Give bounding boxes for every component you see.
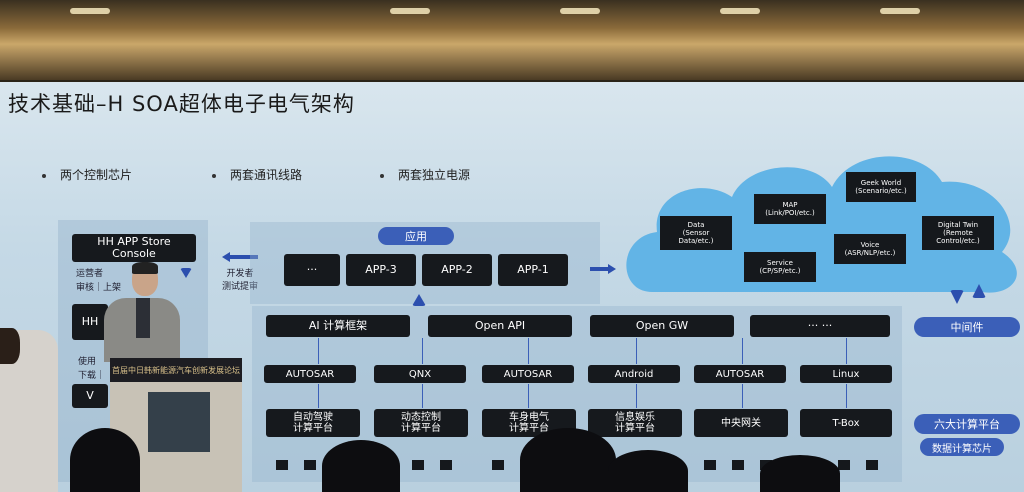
v-block: V — [72, 384, 108, 408]
speaker-shirt — [136, 298, 150, 338]
chip-icon — [866, 460, 878, 470]
ceiling-light — [560, 8, 600, 14]
audience-head — [520, 428, 616, 492]
os-block: Android — [588, 365, 680, 383]
platform-block: 中央网关 — [694, 409, 788, 437]
connector-line — [742, 338, 743, 364]
platform-block: 动态控制 计算平台 — [374, 409, 468, 437]
slide-title: 技术基础–H SOA超体电子电气架构 — [8, 92, 355, 116]
audience-head — [608, 450, 688, 492]
os-block: Linux — [800, 365, 892, 383]
hh-block: HH — [72, 304, 108, 340]
down-arrow-icon — [180, 268, 192, 278]
cloud-item: Data (Sensor Data/etc.) — [660, 216, 732, 250]
arrow-shaft — [590, 267, 608, 271]
chip-icon — [838, 460, 850, 470]
chip-icon — [492, 460, 504, 470]
middleware-pill: 中间件 — [914, 317, 1020, 337]
bullet-dot-icon — [42, 173, 46, 178]
chip-pill: 数据计算芯片 — [920, 438, 1004, 456]
cloud-item: Digital Twin (Remote Control/etc.) — [922, 216, 994, 250]
download-label: 下载｜ — [78, 371, 106, 381]
platform-block: T-Box — [800, 409, 892, 437]
up-arrow-icon — [972, 284, 986, 298]
podium-screen — [148, 392, 210, 452]
use-label: 使用 — [78, 357, 97, 367]
audience-head — [760, 455, 840, 492]
audience-head — [70, 428, 140, 492]
bullet-item: 两个控制芯片 — [42, 166, 132, 183]
ceiling-light — [390, 8, 430, 14]
platform-pill: 六大计算平台 — [914, 414, 1020, 434]
chip-icon — [412, 460, 424, 470]
app-block: APP-1 — [498, 254, 568, 286]
standing-person-head — [0, 328, 20, 364]
app-store-console: HH APP Store Console — [72, 234, 196, 262]
up-arrow-icon — [412, 294, 426, 306]
right-arrow-icon — [608, 264, 616, 274]
bullet-dot-icon — [212, 173, 216, 178]
ceiling-light — [70, 8, 110, 14]
bullet-item: 两套独立电源 — [380, 166, 470, 183]
app-block: APP-3 — [346, 254, 416, 286]
left-arrow-icon — [222, 252, 230, 262]
os-block: AUTOSAR — [482, 365, 574, 383]
middleware-block: Open GW — [590, 315, 734, 337]
platform-block: 信息娱乐 计算平台 — [588, 409, 682, 437]
os-block: AUTOSAR — [694, 365, 786, 383]
cloud-item: Voice (ASR/NLP/etc.) — [834, 234, 906, 264]
connector-line — [422, 338, 423, 364]
middleware-block: Open API — [428, 315, 572, 337]
cloud-shape — [626, 156, 1017, 293]
app-block: APP-2 — [422, 254, 492, 286]
audience-head — [322, 440, 400, 492]
chip-icon — [440, 460, 452, 470]
os-block: QNX — [374, 365, 466, 383]
bullet-dot-icon — [380, 173, 384, 178]
connector-line — [636, 384, 637, 408]
operator-label: 运营者 — [76, 269, 104, 279]
down-arrow-icon — [950, 290, 964, 304]
platform-block: 自动驾驶 计算平台 — [266, 409, 360, 437]
app-block: ··· — [284, 254, 340, 286]
connector-line — [846, 338, 847, 364]
cloud-item: Service (CP/SP/etc.) — [744, 252, 816, 282]
cloud-item: MAP (Link/POI/etc.) — [754, 194, 826, 224]
app-pill: 应用 — [378, 227, 454, 245]
connector-line — [318, 384, 319, 408]
chip-icon — [304, 460, 316, 470]
middleware-block: AI 计算框架 — [266, 315, 410, 337]
ceiling-light — [880, 8, 920, 14]
ceiling — [0, 0, 1024, 80]
chip-icon — [276, 460, 288, 470]
middleware-block: ··· ··· — [750, 315, 890, 337]
arrow-shaft — [230, 255, 258, 259]
cloud-item: Geek World (Scenario/etc.) — [846, 172, 916, 202]
connector-line — [422, 384, 423, 408]
os-block: AUTOSAR — [264, 365, 356, 383]
connector-line — [636, 338, 637, 364]
connector-line — [742, 384, 743, 408]
connector-line — [528, 384, 529, 408]
speaker-hair — [132, 262, 158, 274]
chip-icon — [732, 460, 744, 470]
chip-icon — [704, 460, 716, 470]
ceiling-light — [720, 8, 760, 14]
speaker — [104, 262, 182, 362]
connector-line — [318, 338, 319, 364]
review-label: 审核｜上架 — [76, 283, 122, 293]
developer-label: 开发者 测试提审 — [222, 269, 259, 292]
bullet-item: 两套通讯线路 — [212, 166, 302, 183]
podium-banner: 首届中日韩新能源汽车创新发展论坛 — [110, 358, 242, 382]
connector-line — [846, 384, 847, 408]
connector-line — [528, 338, 529, 364]
